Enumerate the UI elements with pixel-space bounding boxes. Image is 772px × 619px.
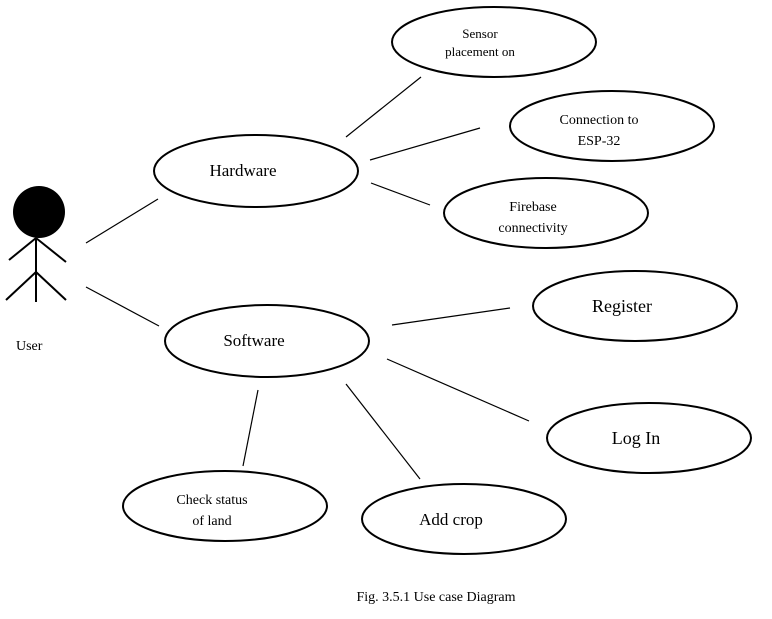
user-actor xyxy=(5,186,67,302)
login-label: Log In xyxy=(612,428,661,448)
check-label-line2: of land xyxy=(192,514,231,529)
firebase-label-line2: connectivity xyxy=(498,221,567,236)
use-case-add-crop: Add crop xyxy=(361,483,567,555)
conn-hardware-sensor xyxy=(345,76,422,138)
conn-hardware-firebase xyxy=(370,182,431,206)
actor-head xyxy=(13,186,65,238)
use-case-software: Software xyxy=(164,304,370,378)
actor-right-leg xyxy=(35,271,67,301)
conn-software-check xyxy=(242,389,259,467)
conn-software-addcrop xyxy=(345,383,421,480)
firebase-label-line1: Firebase xyxy=(509,200,556,215)
conn-user-software xyxy=(85,286,160,327)
actor-left-leg xyxy=(5,271,37,301)
conn-user-hardware xyxy=(85,198,159,244)
esp-label-line1: Connection to xyxy=(560,113,639,128)
conn-software-register xyxy=(391,307,511,326)
use-case-sensor-placement: Sensor placement on xyxy=(391,6,597,78)
check-label-line1: Check status xyxy=(176,493,247,508)
sensor-label-line1: Sensor xyxy=(462,26,498,41)
use-case-register: Register xyxy=(532,270,738,342)
register-label: Register xyxy=(592,296,652,316)
sensor-label-line2: placement on xyxy=(445,44,515,59)
actor-right-arm xyxy=(35,237,67,263)
add-crop-label: Add crop xyxy=(419,510,483,529)
software-label: Software xyxy=(223,331,284,350)
use-case-connection-esp32: Connection to ESP-32 xyxy=(509,90,715,162)
hardware-label: Hardware xyxy=(209,161,276,180)
actor-left-arm xyxy=(8,237,37,261)
use-case-log-in: Log In xyxy=(546,402,752,474)
use-case-firebase-connectivity: Firebase connectivity xyxy=(443,177,649,249)
conn-hardware-esp xyxy=(369,127,481,161)
use-case-hardware: Hardware xyxy=(153,134,359,208)
conn-software-login xyxy=(386,358,530,422)
figure-caption: Fig. 3.5.1 Use case Diagram xyxy=(356,590,515,605)
actor-label: User xyxy=(16,339,43,354)
use-case-check-status: Check status of land xyxy=(122,470,328,542)
esp-label-line2: ESP-32 xyxy=(578,134,621,149)
